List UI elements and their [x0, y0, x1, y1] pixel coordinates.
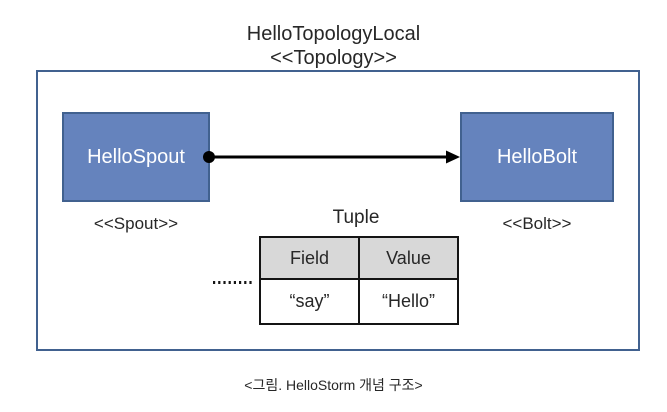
node-hellobolt-label: HelloBolt	[496, 145, 578, 168]
topology-name: HelloTopologyLocal	[246, 23, 421, 45]
connector-source-dot-icon	[203, 151, 215, 163]
figure-caption: <그림. HelloStorm 개념 구조>	[244, 377, 423, 393]
table-header-row: Field Value	[259, 236, 459, 280]
node-hellospout-stereotype: <<Spout>>	[93, 214, 179, 233]
connector-arrowhead-icon	[446, 150, 460, 164]
tuple-table: Field Value “say” “Hello”	[259, 236, 459, 325]
stream-connector-arrow	[203, 150, 460, 164]
node-hellobolt-stereotype: <<Bolt>>	[502, 214, 572, 233]
table-cell-field: “say”	[259, 278, 360, 325]
node-hellospout[interactable]: HelloSpout	[62, 112, 210, 202]
page-title: HelloTopologyLocal <<Topology>>	[0, 22, 667, 70]
topology-stereotype: <<Topology>>	[270, 47, 397, 69]
tuple-title: Tuple	[332, 207, 380, 228]
node-hellospout-label: HelloSpout	[87, 145, 185, 168]
tuple-leader-dots-icon	[213, 281, 253, 284]
table-row: “say” “Hello”	[259, 278, 459, 325]
table-header-field: Field	[259, 236, 360, 280]
table-cell-value: “Hello”	[358, 278, 459, 325]
table-header-value: Value	[358, 236, 459, 280]
node-hellobolt[interactable]: HelloBolt	[460, 112, 614, 202]
